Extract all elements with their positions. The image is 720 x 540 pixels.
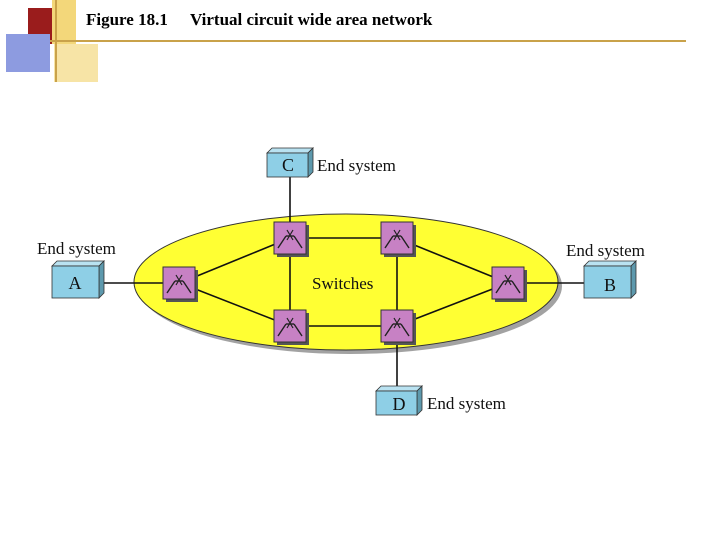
link-left-bottomleft	[179, 282, 291, 327]
end-system-d: D	[375, 385, 423, 416]
node-b-label: B	[604, 275, 616, 295]
title-underline	[50, 40, 686, 42]
switch-top-right	[380, 221, 416, 257]
switch-left	[162, 266, 198, 302]
switch-bottom-left	[273, 309, 309, 345]
switches-label: Switches	[312, 274, 373, 293]
header-block-gold-lower	[54, 44, 98, 82]
node-a-label: A	[69, 273, 82, 293]
end-system-label-c: End system	[317, 156, 396, 175]
network-cloud	[133, 213, 559, 351]
node-c-label: C	[282, 155, 294, 175]
end-system-label-d: End system	[427, 394, 506, 413]
switch-right	[491, 266, 527, 302]
link-left-topleft	[179, 237, 291, 284]
figure-title: Virtual circuit wide area network	[190, 10, 433, 29]
end-system-label-a: End system	[37, 239, 116, 258]
header-block-blue	[6, 34, 50, 72]
end-system-c: C	[266, 147, 314, 178]
end-system-a: A	[51, 260, 105, 299]
node-d-label: D	[393, 394, 406, 414]
end-system-label-b: End system	[566, 241, 645, 260]
page-title: Figure 18.1 Virtual circuit wide area net…	[86, 10, 432, 30]
figure-label: Figure 18.1	[86, 10, 168, 29]
header-decoration	[0, 0, 100, 84]
switch-bottom-right	[380, 309, 416, 345]
end-system-b: B	[583, 260, 637, 299]
switch-top-left	[273, 221, 309, 257]
